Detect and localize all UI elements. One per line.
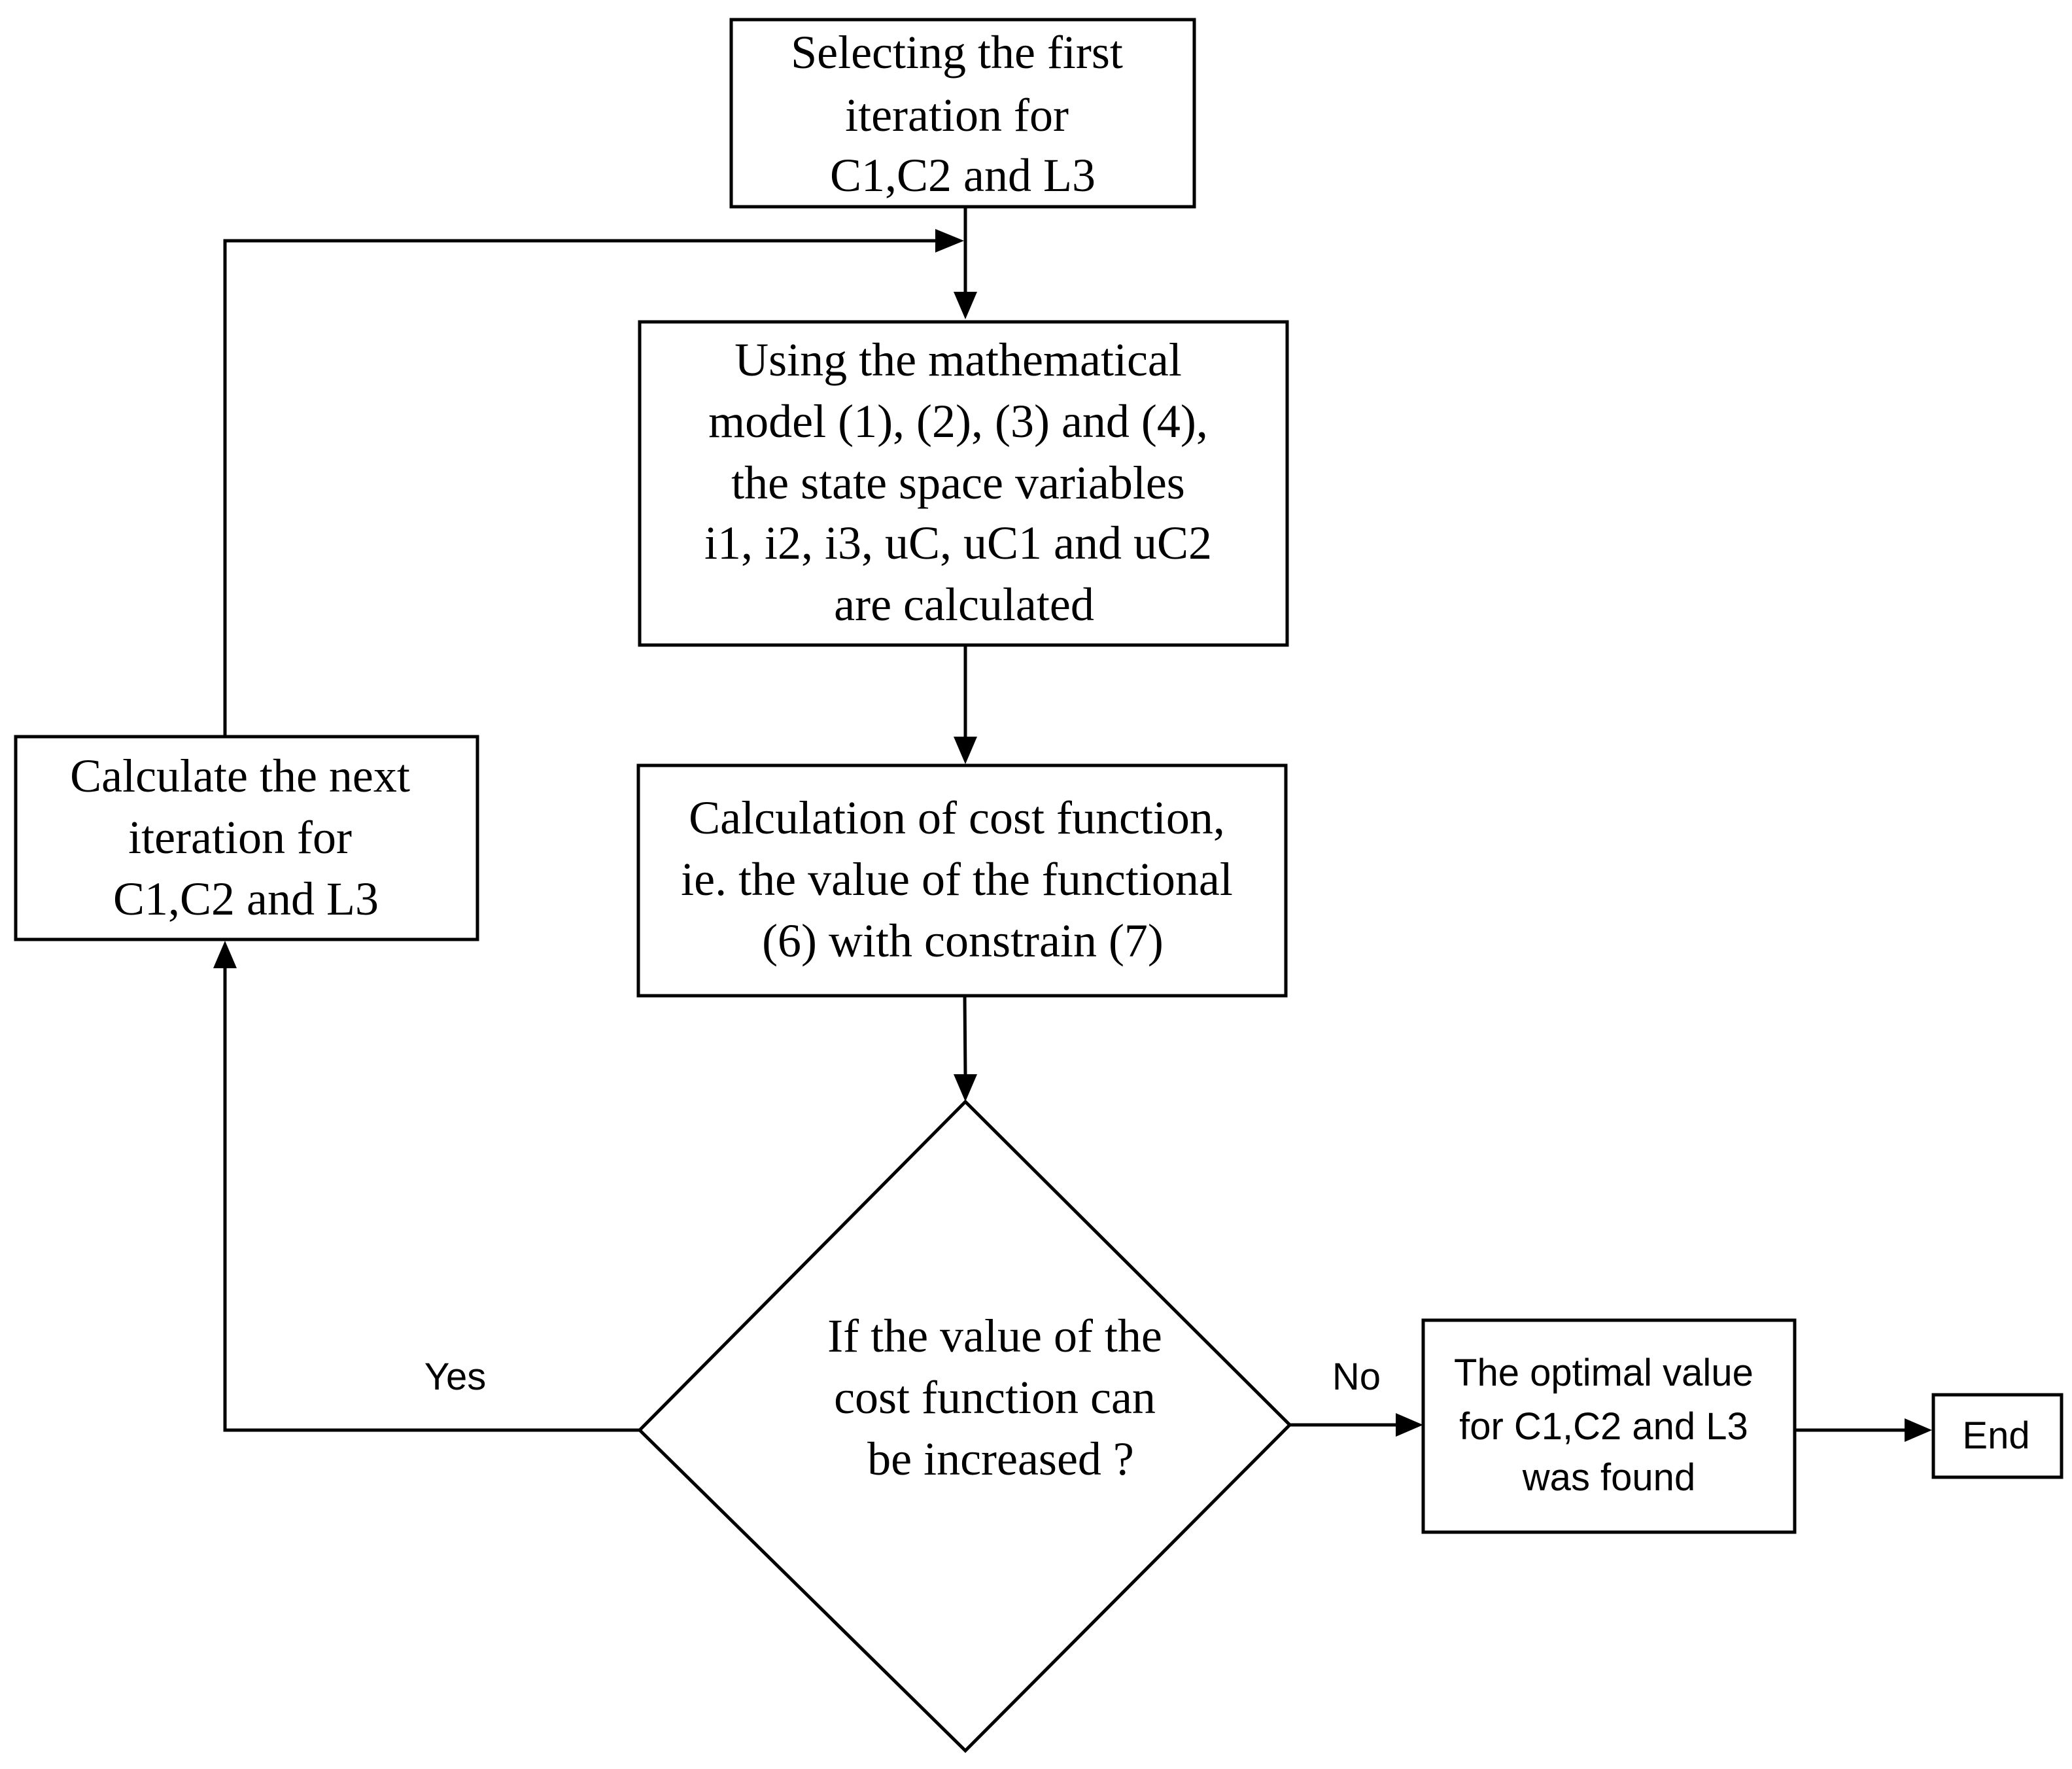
decision-node: If the value of the cost function can be… xyxy=(637,1099,1292,1753)
arrowhead-loop-return xyxy=(935,229,964,253)
arrowhead-result-to-end xyxy=(1905,1418,1932,1442)
cost-line-3: (6) with constrain (7) xyxy=(762,915,1164,967)
model-text: Using the mathematical model (1), (2), (… xyxy=(704,334,1224,631)
edge-next-to-loop xyxy=(223,239,937,737)
start-line-3: C1,C2 and L3 xyxy=(830,149,1096,201)
result-node: The optimal value for C1,C2 and L3 was f… xyxy=(1421,1318,1797,1534)
model-line-5: are calculated xyxy=(834,578,1094,631)
next-node: Calculate the next iteration for C1,C2 a… xyxy=(14,735,479,941)
start-box xyxy=(729,18,1196,209)
next-box xyxy=(14,735,479,941)
edge-decision-yes-to-next xyxy=(223,967,640,1432)
arrowhead-start-to-model xyxy=(954,292,977,319)
cost-text: Calculation of cost function, ie. the va… xyxy=(681,792,1245,967)
decision-text: If the value of the cost function can be… xyxy=(827,1310,1174,1485)
decision-diamond xyxy=(637,1099,1292,1753)
result-box xyxy=(1421,1318,1797,1534)
arrowhead-cost-to-decision xyxy=(954,1074,977,1102)
start-line-2: iteration for xyxy=(845,89,1069,141)
end-node: End xyxy=(1931,1393,2063,1479)
model-line-4: i1, i2, i3, uC, uC1 and uC2 xyxy=(704,517,1212,569)
model-line-1: Using the mathematical xyxy=(734,334,1182,386)
end-box xyxy=(1931,1393,2063,1479)
result-line-1: The optimal value xyxy=(1454,1352,1753,1394)
model-line-3: the state space variables xyxy=(731,457,1185,509)
result-line-3: was found xyxy=(1522,1456,1695,1499)
model-line-2: model (1), (2), (3) and (4), xyxy=(708,395,1208,447)
next-text: Calculate the next iteration for C1,C2 a… xyxy=(70,750,422,925)
end-text: End xyxy=(1962,1414,2029,1457)
cost-box xyxy=(636,763,1288,998)
decision-line-1: If the value of the xyxy=(827,1310,1162,1362)
result-line-2: for C1,C2 and L3 xyxy=(1459,1405,1748,1448)
next-line-2: iteration for xyxy=(128,811,352,864)
no-label: No xyxy=(1332,1356,1381,1398)
arrowhead-yes-to-next xyxy=(213,941,237,968)
start-text: Selecting the first iteration for C1,C2 … xyxy=(791,26,1135,201)
start-line-1: Selecting the first xyxy=(791,26,1123,79)
next-line-1: Calculate the next xyxy=(70,750,410,802)
decision-line-3: be increased ? xyxy=(867,1433,1134,1485)
end-label: End xyxy=(1962,1414,2029,1457)
next-line-3: C1,C2 and L3 xyxy=(113,873,379,925)
cost-line-2: ie. the value of the functional xyxy=(681,853,1233,905)
decision-line-2: cost function can xyxy=(834,1371,1156,1424)
cost-node: Calculation of cost function, ie. the va… xyxy=(636,763,1288,998)
yes-label: Yes xyxy=(424,1356,487,1398)
start-node: Selecting the first iteration for C1,C2 … xyxy=(729,18,1196,209)
arrowhead-model-to-cost xyxy=(954,737,977,764)
arrowhead-no-to-result xyxy=(1396,1413,1423,1437)
result-text: The optimal value for C1,C2 and L3 was f… xyxy=(1454,1352,1764,1499)
connectors xyxy=(213,207,1932,1442)
model-box xyxy=(638,320,1289,647)
cost-line-1: Calculation of cost function, xyxy=(689,792,1225,844)
model-node: Using the mathematical model (1), (2), (… xyxy=(638,320,1289,647)
